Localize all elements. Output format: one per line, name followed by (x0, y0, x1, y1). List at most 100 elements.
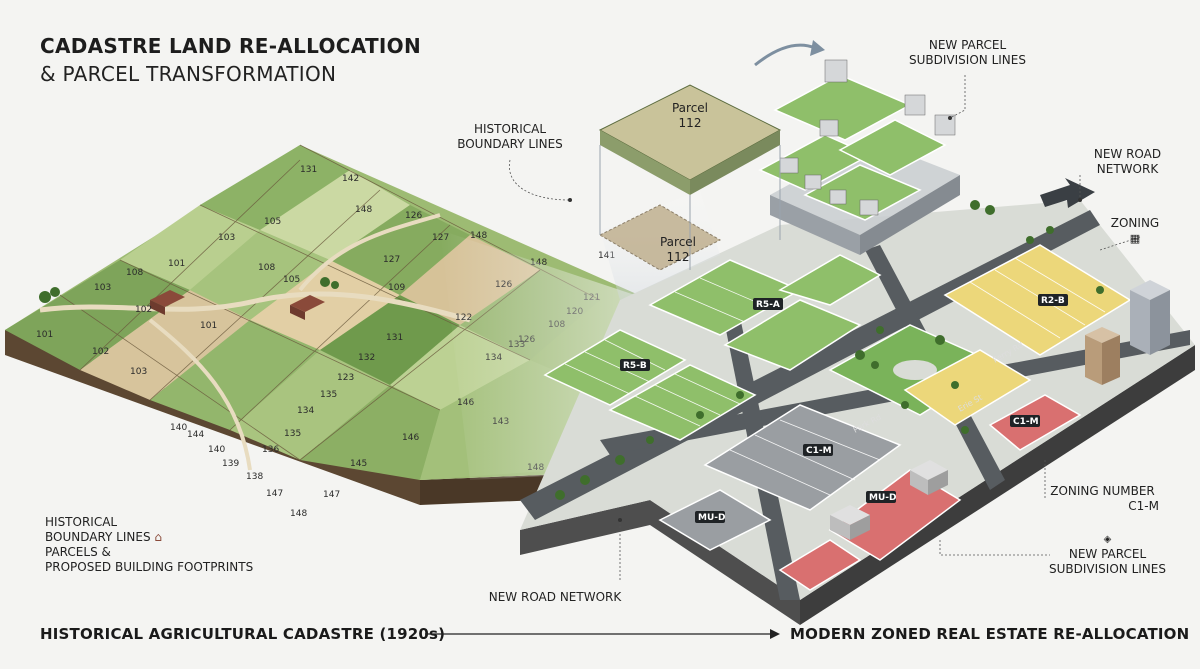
parcel-number: 145 (350, 459, 367, 469)
parcel-number: 123 (337, 373, 354, 383)
parcel-112-highlight (598, 84, 782, 300)
parcel-number: 136 (262, 445, 279, 455)
callout-text: ZONING (1110, 216, 1160, 230)
parcel-number: 103 (130, 367, 147, 377)
zone-label: C1-M (806, 446, 832, 456)
tower-building-icon (1130, 280, 1170, 355)
commercial-building-icon (910, 460, 948, 495)
parcel-number: 108 (126, 268, 143, 278)
parcel-number: 102 (92, 347, 109, 357)
parcel-number: 105 (264, 217, 281, 227)
legend-text: HISTORICAL (45, 515, 118, 529)
parcel-number: 148 (470, 231, 487, 241)
legend-text: BOUNDARY LINES (45, 530, 151, 544)
zone-badge (1010, 415, 1040, 427)
parcel-number: 127 (383, 255, 400, 265)
farmhouse-icon (150, 290, 185, 315)
parcel-number: 140 (170, 423, 187, 433)
callout-text: NEW ROAD (1093, 147, 1162, 161)
parcel-112-label: Parcel 112 (655, 101, 725, 131)
legend-text: PROPOSED BUILDING FOOTPRINTS (45, 560, 254, 574)
zone-badge (803, 444, 833, 456)
callout-text: NEW PARCEL (928, 38, 1007, 52)
transformation-arrow (754, 43, 816, 67)
zone-badge (866, 491, 896, 503)
raised-subdivision-block (758, 59, 960, 255)
callout-zoning: ZONING ▦ (1100, 216, 1170, 246)
callout-new-parcel-top: NEW PARCEL SUBDIVISION LINES (900, 38, 1035, 68)
callout-text: NEW PARCEL (1068, 547, 1147, 561)
parcel-number: 141 (598, 251, 615, 261)
parcel-number: 101 (36, 330, 53, 340)
zone-label: R5-A (756, 300, 780, 310)
parcel-ghost-number-text: 112 (666, 250, 690, 264)
footer-left: HISTORICAL AGRICULTURAL CADASTRE (1920s) (40, 625, 446, 643)
callout-text: ZONING NUMBER (1050, 484, 1155, 498)
zone-label: R5-B (623, 361, 647, 371)
parcel-number: 146 (402, 433, 419, 443)
parcel-label-text: Parcel (671, 101, 709, 115)
footer-right: MODERN ZONED REAL ESTATE RE-ALLOCATION (790, 625, 1190, 643)
legend-historical: HISTORICAL BOUNDARY LINES ⌂ PARCELS & PR… (45, 515, 253, 575)
parcel-number: 148 (355, 205, 372, 215)
zone-badge (1038, 294, 1068, 306)
zone-badge (620, 359, 650, 371)
zone-badge (753, 298, 783, 310)
parcel-number: 105 (283, 275, 300, 285)
parcel-number: 103 (218, 233, 235, 243)
parcel-number: 147 (266, 489, 283, 499)
callout-text: HISTORICAL (473, 122, 547, 136)
parcel-number: 126 (405, 211, 422, 221)
zone-label: C1-M (1013, 417, 1039, 427)
callout-zoning-number: ZONING NUMBER C1-M (1040, 484, 1165, 514)
boundary-icon: ⌂ (154, 530, 163, 544)
commercial-building-icon (830, 505, 870, 540)
zone-label: MU-D (698, 513, 725, 523)
zone-label: MU-D (869, 493, 896, 503)
parcel-112-ghost-label: Parcel 112 (643, 235, 713, 265)
callout-text: SUBDIVISION LINES (1049, 562, 1166, 576)
parcel-number: 132 (358, 353, 375, 363)
callout-text: NEW ROAD NETWORK (488, 590, 622, 604)
parcel-number: 140 (208, 445, 225, 455)
parcel-number: 142 (342, 174, 359, 184)
tower-building-icon (1085, 327, 1120, 385)
parcel-number: 101 (200, 321, 217, 331)
title-line-2: & PARCEL TRANSFORMATION (40, 62, 337, 86)
parcel-number: 135 (320, 390, 337, 400)
callout-text: C1-M (1128, 499, 1159, 513)
parcel-number: 131 (386, 333, 403, 343)
farmhouse-icon (290, 295, 325, 320)
callout-text: BOUNDARY LINES (457, 137, 563, 151)
parcel-number: 101 (168, 259, 185, 269)
zone-badge (695, 511, 725, 523)
callout-text: NETWORK (1096, 162, 1159, 176)
parcel-number-text: 112 (678, 116, 702, 130)
parcel-number: 131 (300, 165, 317, 175)
callout-historical-boundary: HISTORICAL BOUNDARY LINES (455, 122, 565, 152)
zone-label: R2-B (1041, 296, 1065, 306)
parcel-number: 147 (323, 490, 340, 500)
parcel-number: 134 (297, 406, 314, 416)
historical-cadastre-slab: 131 142 148 105 126 127 148 103 101 108 108 105 127 1… (5, 144, 660, 519)
layers-icon: ◈ (1103, 534, 1112, 545)
legend-text: PARCELS & (45, 545, 111, 559)
callout-text: SUBDIVISION LINES (909, 53, 1026, 67)
callout-new-parcel-bottom: ◈ NEW PARCEL SUBDIVISION LINES (1040, 532, 1175, 577)
road-arrow-icon (1040, 178, 1095, 208)
parcel-number: 127 (432, 233, 449, 243)
title-line-1: CADASTRE LAND RE-ALLOCATION (40, 34, 421, 58)
parcel-number: 148 (290, 509, 307, 519)
footer-arrow-icon (425, 629, 780, 639)
building-icon: ▦ (1129, 232, 1141, 245)
parcel-number: 102 (135, 305, 152, 315)
parcel-number: 135 (284, 429, 301, 439)
parcel-number: 103 (94, 283, 111, 293)
parcel-number: 108 (258, 263, 275, 273)
parcel-number: 144 (187, 430, 204, 440)
parcel-number: 138 (246, 472, 263, 482)
parcel-number: 139 (222, 459, 239, 469)
callout-new-road-bottom: NEW ROAD NETWORK (485, 590, 625, 605)
parcel-ghost-label-text: Parcel (659, 235, 697, 249)
